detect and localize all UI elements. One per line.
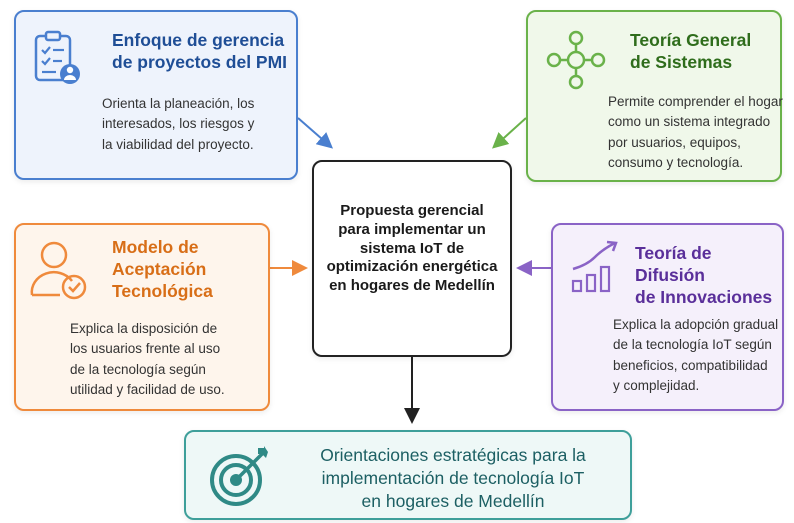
growth-chart-icon <box>571 240 618 293</box>
arrow-pmi-to-center <box>297 117 334 149</box>
arrow-tgs-to-center <box>492 117 527 149</box>
target-arrow-icon <box>210 446 268 506</box>
user-check-icon <box>30 241 87 300</box>
system-network-nodes-icon <box>546 30 606 90</box>
clipboard-checklist-user-icon <box>34 30 80 84</box>
